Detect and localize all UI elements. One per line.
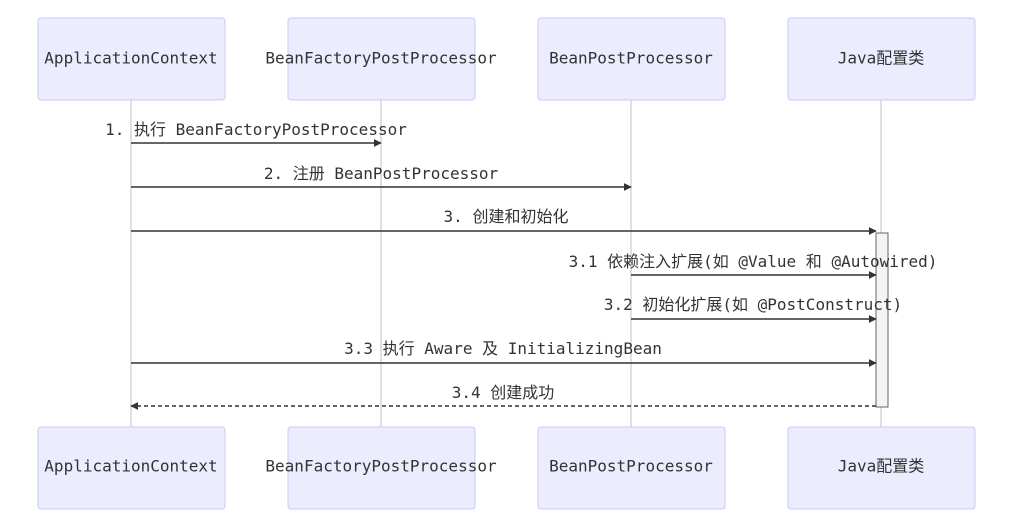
message-3: 3. 创建和初始化 [131,207,877,235]
messages: 1. 执行 BeanFactoryPostProcessor 2. 注册 Bea… [105,120,938,410]
message-3-1: 3.1 依赖注入扩展(如 @Value 和 @Autowired) [569,252,938,279]
participant-bean-factory-post-processor-top: BeanFactoryPostProcessor [265,17,497,101]
message-2: 2. 注册 BeanPostProcessor [131,164,632,191]
participant-bean-factory-post-processor-bottom: BeanFactoryPostProcessor [265,426,497,510]
participant-label: BeanFactoryPostProcessor [265,49,497,68]
participant-label: ApplicationContext [44,49,217,68]
message-label: 1. 执行 BeanFactoryPostProcessor [105,120,407,139]
message-1: 1. 执行 BeanFactoryPostProcessor [105,120,407,147]
participants-bottom: ApplicationContext BeanFactoryPostProces… [37,426,976,510]
participant-application-context-top: ApplicationContext [37,17,226,101]
message-label: 3.3 执行 Aware 及 InitializingBean [344,339,662,358]
participant-label: BeanFactoryPostProcessor [265,457,497,476]
participant-label: Java配置类 [838,457,925,476]
participants-top: ApplicationContext BeanFactoryPostProces… [37,17,976,101]
participant-application-context-bottom: ApplicationContext [37,426,226,510]
participant-java-config-class-top: Java配置类 [787,17,976,101]
participant-bean-post-processor-top: BeanPostProcessor [537,17,726,101]
participant-bean-post-processor-bottom: BeanPostProcessor [537,426,726,510]
message-3-3: 3.3 执行 Aware 及 InitializingBean [131,339,877,367]
participant-label: BeanPostProcessor [549,457,713,476]
message-label: 3.2 初始化扩展(如 @PostConstruct) [604,295,902,314]
participant-java-config-class-bottom: Java配置类 [787,426,976,510]
participant-label: Java配置类 [838,49,925,68]
message-label: 3. 创建和初始化 [444,207,569,226]
message-label: 3.1 依赖注入扩展(如 @Value 和 @Autowired) [569,252,938,271]
message-label: 2. 注册 BeanPostProcessor [264,164,499,183]
message-3-2: 3.2 初始化扩展(如 @PostConstruct) [604,295,902,323]
message-label: 3.4 创建成功 [452,383,555,402]
participant-label: ApplicationContext [44,457,217,476]
message-3-4: 3.4 创建成功 [130,383,876,410]
participant-label: BeanPostProcessor [549,49,713,68]
